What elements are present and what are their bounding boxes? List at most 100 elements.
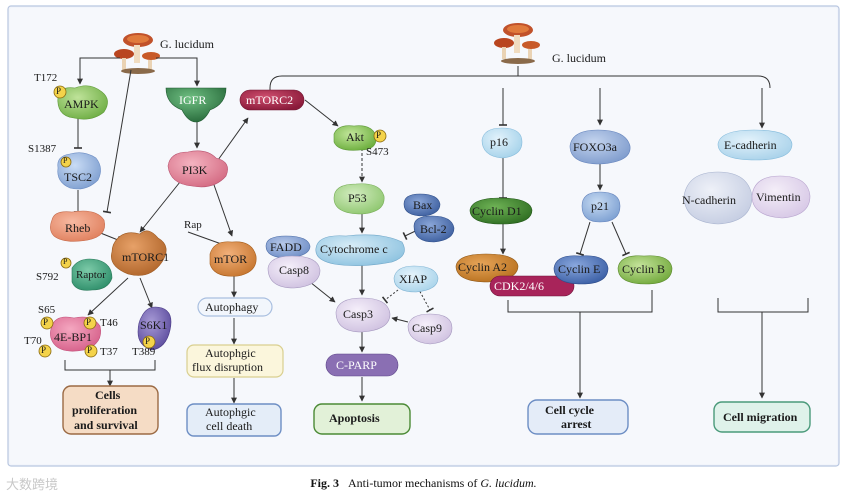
cyclin-d1-label: Cyclin D1 <box>472 204 522 218</box>
cyclin-b-label: Cyclin B <box>622 262 666 276</box>
cell-cycle-arrest-label-1: Cell cycle <box>545 403 594 417</box>
cell-migration-label: Cell migration <box>723 410 798 424</box>
raptor-node <box>71 258 113 291</box>
pi3k-node <box>167 150 228 188</box>
autophagy-box <box>197 297 273 317</box>
p-badge-t37: P <box>87 345 93 355</box>
cell-death-box <box>186 403 282 437</box>
casp8-node <box>267 255 321 289</box>
s792-label: S792 <box>36 271 59 283</box>
flux-label-2: flux disruption <box>192 360 263 374</box>
apoptosis-box <box>313 403 411 435</box>
p-badge-s792: P <box>63 257 68 266</box>
p21-label: p21 <box>591 199 609 213</box>
vimentin-label: Vimentin <box>756 190 801 204</box>
p-badge-s1387: P <box>63 156 68 165</box>
igfr-node <box>165 87 227 123</box>
mtorc2-node <box>239 89 305 111</box>
t46-label: T46 <box>100 317 118 329</box>
autophagy-label: Autophagy <box>205 300 259 314</box>
akt-label: Akt <box>346 130 364 144</box>
rap-label: Rap <box>184 219 202 231</box>
s1387-label: S1387 <box>28 143 57 155</box>
xiap-label: XIAP <box>399 272 428 286</box>
p-badge-t389: P <box>145 336 151 346</box>
apoptosis-label: Apoptosis <box>329 411 380 425</box>
casp3-label: Casp3 <box>343 307 373 321</box>
raptor-label: Raptor <box>76 269 106 281</box>
casp9-label: Casp9 <box>412 321 442 335</box>
bax-label: Bax <box>413 198 433 212</box>
cyclin-a2-label: Cyclin A2 <box>458 260 508 274</box>
p-badge-t70: P <box>41 345 47 355</box>
p53-label: P53 <box>348 191 367 205</box>
cell-cycle-arrest-box <box>527 399 629 435</box>
tsc2-label: TSC2 <box>64 170 93 184</box>
bax-node <box>403 193 441 217</box>
cyclin-e-label: Cyclin E <box>558 262 601 276</box>
cdk-label: CDK2/4/6 <box>494 279 545 293</box>
e-cadherin-node <box>717 129 793 161</box>
t172-label: T172 <box>34 72 58 84</box>
fadd-node <box>265 235 311 259</box>
prolif-label-3: and survival <box>74 418 138 432</box>
c-parp-label: C-PARP <box>336 358 377 372</box>
rheb-label: Rheb <box>65 221 91 235</box>
flux-label-1: Autophgic <box>205 346 256 360</box>
p-badge-t172: P <box>56 86 62 96</box>
caption-italic: G. lucidum. <box>480 476 537 490</box>
xiap-node <box>393 265 439 293</box>
figure-caption: Fig. 3 Anti-tumor mechanisms of G. lucid… <box>0 476 847 491</box>
igfr-label: IGFR <box>179 93 207 107</box>
pi3k-label: PI3K <box>182 163 208 177</box>
t70-label: T70 <box>24 335 42 347</box>
mtorc2-label: mTORC2 <box>246 93 294 107</box>
p16-node <box>481 127 523 159</box>
phospho-badges <box>38 85 387 358</box>
bcl2-label: Bcl-2 <box>420 222 447 236</box>
vimentin-node <box>751 175 811 219</box>
cdk-node <box>489 275 575 297</box>
t37-label: T37 <box>100 346 118 358</box>
caption-text: Anti-tumor mechanisms of <box>348 476 481 490</box>
p21-node <box>581 191 621 223</box>
foxo3a-node <box>569 129 631 165</box>
ampk-label: AMPK <box>64 97 99 111</box>
mtorc1-node <box>111 230 167 276</box>
c-parp-node <box>325 353 399 377</box>
cyclin-a2-node <box>455 253 519 283</box>
foxo3a-label: FOXO3a <box>573 140 617 154</box>
p-badge-t46: P <box>86 317 92 327</box>
mtor-label: mTOR <box>214 252 248 266</box>
rheb-node <box>50 210 105 242</box>
n-cadherin-label: N-cadherin <box>682 193 736 207</box>
cyclin-d1-node <box>469 197 533 225</box>
s65-label: S65 <box>38 304 56 316</box>
ampk-node <box>57 85 108 120</box>
mtorc1-label: mTORC1 <box>122 250 170 264</box>
fadd-label: FADD <box>270 240 302 254</box>
cytochrome-c-label: Cytochrome c <box>320 242 388 256</box>
cell-migration-box <box>713 401 811 433</box>
cyclin-e-node <box>553 255 609 285</box>
cell-cycle-arrest-label-2: arrest <box>561 417 592 431</box>
cyclin-b-node <box>617 255 673 285</box>
cell-death-label-2: cell death <box>206 419 253 433</box>
prolif-label-2: proliferation <box>72 403 138 417</box>
4e-bp1-label: 4E-BP1 <box>54 330 93 344</box>
mushroom-icon-left <box>114 33 160 74</box>
t389-label: T389 <box>132 346 156 358</box>
cytochrome-c-node <box>315 234 405 266</box>
p-badge-s473: P <box>376 130 382 140</box>
casp3-node <box>335 297 391 333</box>
bcl2-node <box>413 215 455 243</box>
flux-box <box>186 344 284 378</box>
p53-node <box>333 183 385 215</box>
casp8-label: Casp8 <box>279 263 309 277</box>
prolif-label-1: Cells <box>95 388 121 402</box>
mtor-node <box>209 241 257 277</box>
g-lucidum-right-label: G. lucidum <box>552 51 606 65</box>
p16-label: p16 <box>490 135 508 149</box>
connectors <box>64 57 809 404</box>
